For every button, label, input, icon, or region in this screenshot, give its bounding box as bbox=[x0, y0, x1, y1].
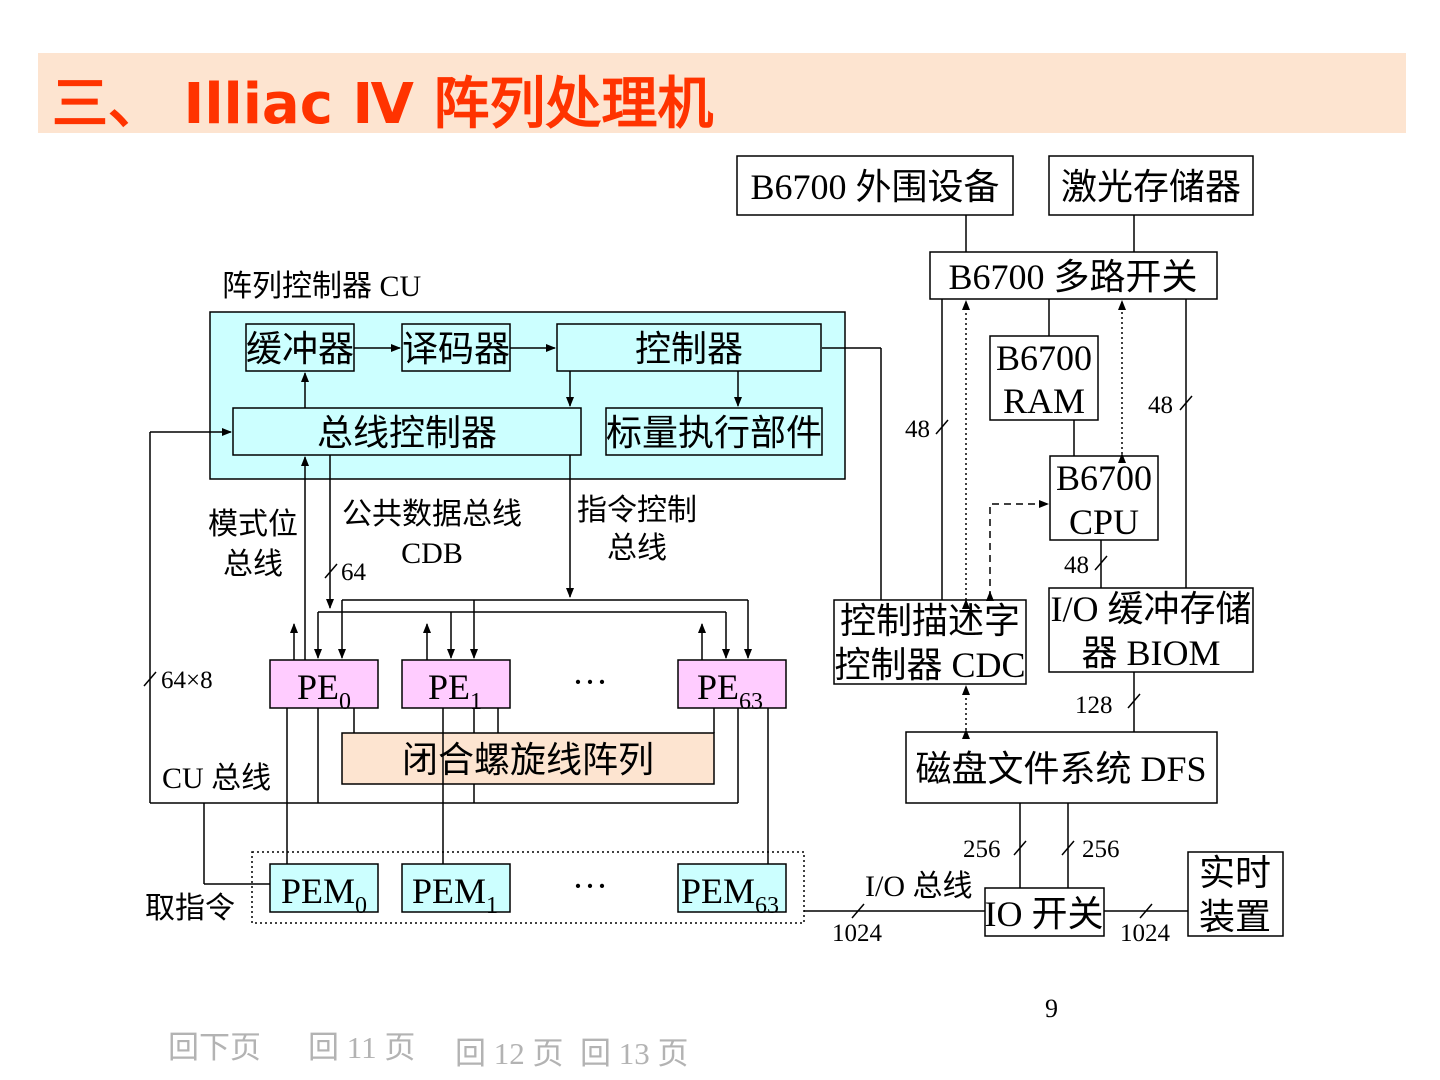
biom-label-1: I/O 缓冲存储 bbox=[1051, 589, 1252, 629]
pe-pem-links bbox=[286, 708, 769, 864]
b6700-switch-box bbox=[929, 251, 1218, 300]
width-128: 128 bbox=[1075, 692, 1113, 719]
pem-enclosure bbox=[251, 851, 805, 924]
io-bus-label: I/O 总线 bbox=[865, 870, 973, 903]
pem-1-box bbox=[401, 863, 511, 913]
nav-link-page-11[interactable]: 回 11 页 bbox=[308, 1030, 416, 1065]
bus-controller-box bbox=[232, 407, 582, 456]
b6700-dashed-links bbox=[962, 300, 1126, 739]
width-48-cdc: 48 bbox=[905, 416, 930, 443]
realtime-label-2: 装置 bbox=[1199, 897, 1271, 937]
pem-0-label: PEM0 bbox=[281, 871, 367, 919]
controller-box bbox=[556, 323, 822, 372]
pe-63-label: PE63 bbox=[697, 667, 763, 715]
pem-0-box bbox=[269, 863, 379, 913]
b6700-ram-label-1: B6700 bbox=[996, 338, 1092, 378]
width-64x8-label: 64×8 bbox=[161, 667, 213, 694]
decoder-label: 译码器 bbox=[402, 329, 510, 369]
controller-label: 控制器 bbox=[635, 329, 743, 369]
nav-link-page-13[interactable]: 回 13 页 bbox=[580, 1036, 689, 1071]
pe-ellipsis: ··· bbox=[572, 662, 608, 702]
cdb-label-1: 公共数据总线 bbox=[342, 498, 522, 531]
spiral-array-box bbox=[341, 732, 715, 785]
b6700-cpu-box bbox=[1049, 455, 1159, 541]
pem-63-box bbox=[677, 863, 787, 913]
realtime-label-1: 实时 bbox=[1199, 853, 1271, 893]
pe-spiral-links bbox=[353, 708, 715, 733]
pe-0-label: PE0 bbox=[297, 667, 351, 715]
cu-bus-label: CU 总线 bbox=[162, 762, 271, 795]
biom-label-2: 器 BIOM bbox=[1081, 633, 1220, 673]
cu-bus-lines bbox=[143, 347, 882, 885]
scalar-unit-label: 标量执行部件 bbox=[606, 413, 822, 453]
realtime-box bbox=[1187, 851, 1284, 937]
b6700-switch-label: B6700 多路开关 bbox=[948, 257, 1197, 297]
fetch-label: 取指令 bbox=[145, 892, 235, 925]
mode-bus-label-2: 总线 bbox=[223, 548, 283, 581]
page-title: 三、 Illiac Ⅳ 阵列处理机 bbox=[52, 72, 714, 137]
b6700-periph-box bbox=[736, 155, 1014, 216]
width-1024-right: 1024 bbox=[1120, 920, 1171, 947]
width-256-left: 256 bbox=[963, 836, 1001, 863]
pem-1-label: PEM1 bbox=[412, 871, 498, 919]
width-1024-left: 1024 bbox=[832, 920, 883, 947]
nav-link-next[interactable]: 回下页 bbox=[168, 1030, 261, 1065]
b6700-periph-label: B6700 外围设备 bbox=[750, 167, 999, 207]
laser-mem-box bbox=[1048, 155, 1254, 216]
cu-label: 阵列控制器 CU bbox=[222, 270, 422, 303]
cdc-label-2: 控制器 CDC bbox=[834, 645, 1025, 685]
buffer-label: 缓冲器 bbox=[246, 329, 354, 369]
biom-box bbox=[1048, 587, 1254, 673]
scalar-unit-box bbox=[605, 407, 823, 456]
pem-ellipsis: ··· bbox=[572, 866, 608, 906]
io-switch-box bbox=[984, 887, 1105, 937]
b6700-links bbox=[804, 215, 1193, 919]
dfs-label: 磁盘文件系统 DFS bbox=[915, 749, 1206, 789]
pem-63-label: PEM63 bbox=[681, 871, 779, 919]
nav-link-page-12[interactable]: 回 12 页 bbox=[455, 1036, 564, 1071]
title-bar: 三、 Illiac Ⅳ 阵列处理机 bbox=[38, 53, 1406, 137]
laser-mem-label: 激光存储器 bbox=[1061, 167, 1241, 207]
b6700-ram-box bbox=[989, 335, 1099, 421]
bus-controller-label: 总线控制器 bbox=[317, 413, 497, 453]
width-48-biom: 48 bbox=[1148, 392, 1173, 419]
width-48-cpu: 48 bbox=[1064, 552, 1089, 579]
instr-bus-label-2: 总线 bbox=[607, 532, 667, 565]
cdb-label-2: CDB bbox=[401, 537, 463, 570]
b6700-ram-label-2: RAM bbox=[1003, 381, 1085, 421]
cu-internal-arrows bbox=[301, 344, 742, 408]
instr-bus-label-1: 指令控制 bbox=[577, 494, 697, 527]
spiral-array-label: 闭合螺旋线阵列 bbox=[402, 740, 654, 780]
pe-0-box bbox=[269, 659, 379, 709]
dfs-box bbox=[905, 731, 1218, 804]
mode-bus-label-1: 模式位 bbox=[208, 508, 298, 541]
pe-1-label: PE1 bbox=[428, 667, 482, 715]
b6700-cpu-label-2: CPU bbox=[1069, 502, 1139, 542]
page-number: 9 bbox=[1045, 994, 1058, 1023]
width-64-label: 64 bbox=[341, 559, 367, 586]
pe-63-box bbox=[677, 659, 787, 709]
width-256-right: 256 bbox=[1082, 836, 1120, 863]
cdc-label-1: 控制描述字 bbox=[840, 601, 1020, 641]
io-switch-label: IO 开关 bbox=[985, 894, 1104, 934]
pe-1-box bbox=[401, 659, 511, 709]
cdc-box bbox=[833, 599, 1027, 685]
b6700-cpu-label-1: B6700 bbox=[1056, 458, 1152, 498]
